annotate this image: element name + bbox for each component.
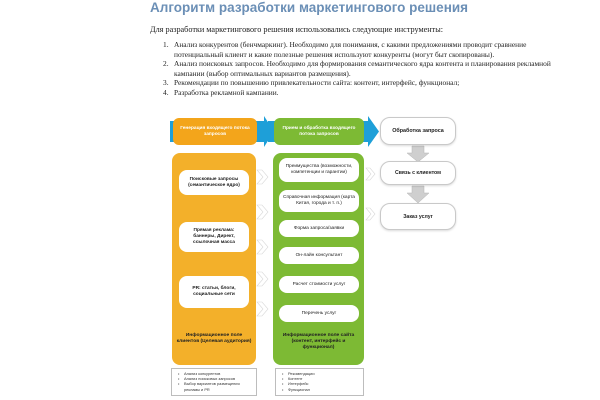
green-item-price-calc: Расчет стоимости услуг	[279, 276, 359, 293]
yellow-panel-footer: Информационное поле клиентов (Целевая ау…	[176, 333, 252, 344]
legend-left: Анализ конкурентов Анализ поисковых запр…	[171, 368, 257, 396]
legend-item: Анализ конкурентов	[176, 371, 252, 376]
list-item: 1.Анализ конкурентов (бенчмаркинг). Необ…	[163, 40, 527, 59]
green-panel-footer: Информационное поле сайта (контент, инте…	[282, 333, 355, 350]
chevron-right-icon	[256, 239, 269, 255]
legend-item: Анализ поисковых запросов	[176, 376, 252, 381]
chevron-right-icon	[256, 169, 269, 185]
list-item: 3.Рекомендации по повышению привлекатель…	[163, 78, 460, 88]
green-item-online-consultant: Он-лайн консультант	[279, 247, 359, 264]
chevron-right-icon	[256, 204, 269, 220]
legend-item: Контент	[280, 376, 359, 381]
legend-item: Интерфейс	[280, 381, 359, 386]
legend-right: Рекомендации Контент Интерфейс Функциона…	[275, 368, 364, 396]
legend-item: Функционал	[280, 387, 359, 392]
yellow-item-search-queries: Поисковые запросы (семантическое ядро)	[179, 170, 249, 195]
grey-stage-header: Обработка запроса	[380, 117, 456, 145]
legend-item: Выбор вариантов размещения рекламы и PR	[176, 381, 252, 391]
grey-node-order-services: Заказ услуг	[380, 203, 456, 230]
chevron-right-icon	[256, 301, 269, 317]
intro-paragraph: Для разработки маркетингового решения ис…	[150, 25, 444, 34]
tools-list: 1.Анализ конкурентов (бенчмаркинг). Необ…	[150, 40, 570, 98]
yellow-item-pr: PR: статьи, блоги, социальные сети	[179, 276, 249, 308]
green-item-services-list: Перечень услуг	[279, 305, 359, 322]
down-arrow-icon	[406, 145, 430, 163]
green-item-reference-info: Справочная информация (карта Китая, горо…	[279, 190, 359, 212]
chevron-right-icon	[365, 207, 376, 221]
page-title: Алгоритм разработки маркетингового решен…	[150, 0, 469, 15]
yellow-item-direct-ads: Прямая реклама: баннеры, Директ, ссылочн…	[179, 222, 249, 252]
chevron-right-icon	[365, 167, 376, 181]
yellow-stage-header: Генерация входящего потока запросов	[173, 118, 257, 145]
green-stage-header: Прием и обработка входящего потока запро…	[274, 118, 364, 145]
down-arrow-icon	[406, 185, 430, 204]
green-item-advantages: Преимущества (возможности, компетенции и…	[279, 158, 359, 182]
green-item-request-form: Форма запроса/заявки	[279, 220, 359, 237]
legend-item: Рекомендации	[280, 371, 359, 376]
list-item: 2.Анализ поисковых запросов. Необходимо …	[163, 59, 551, 78]
chevron-right-icon	[256, 271, 269, 287]
grey-node-client-contact: Связь с клиентом	[380, 161, 456, 185]
list-item: 4.Разработка рекламной кампании.	[163, 87, 279, 97]
